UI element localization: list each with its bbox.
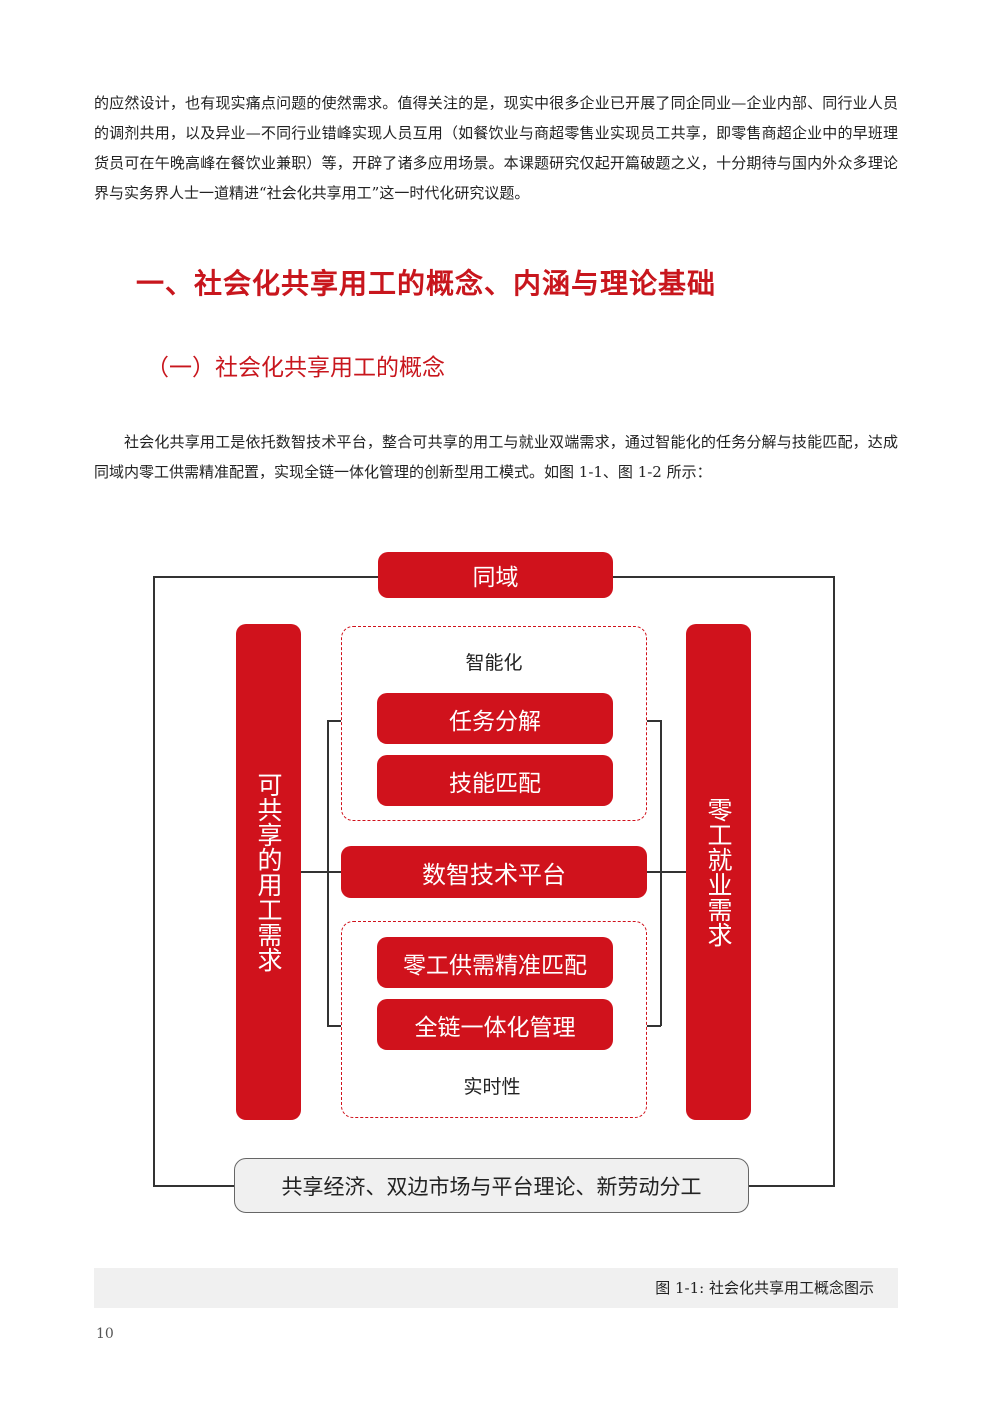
- left-bracket-top: [327, 720, 341, 722]
- figure-caption-bar: 图 1-1: 社会化共享用工概念图示: [94, 1268, 898, 1308]
- right-bracket-vertical: [660, 720, 662, 1026]
- left-bracket-bottom: [327, 1025, 341, 1027]
- full-chain-management-box: 全链一体化管理: [377, 999, 613, 1050]
- frame-top-right: [612, 576, 834, 578]
- page-number: 10: [96, 1326, 114, 1342]
- frame-bottom-right: [749, 1185, 835, 1187]
- gig-employment-bar: 零工就业需求: [686, 624, 751, 1120]
- theory-foundation-bar: 共享经济、双边市场与平台理论、新劳动分工: [234, 1158, 749, 1213]
- intelligence-group: [341, 626, 647, 821]
- frame-bottom-left: [153, 1185, 235, 1187]
- intro-paragraph: 的应然设计，也有现实痛点问题的使然需求。值得关注的是，现实中很多企业已开展了同企…: [94, 94, 898, 202]
- subsection-heading: （一）社会化共享用工的概念: [146, 355, 445, 381]
- section-heading: 一、社会化共享用工的概念、内涵与理论基础: [136, 267, 717, 300]
- frame-right: [833, 576, 835, 1186]
- real-time-label: 实时性: [463, 1076, 521, 1098]
- right-bracket-bottom: [647, 1025, 661, 1027]
- task-decomposition-box: 任务分解: [377, 693, 613, 744]
- figure-caption: 图 1-1: 社会化共享用工概念图示: [655, 1279, 874, 1297]
- intelligence-label: 智能化: [465, 652, 523, 674]
- left-bracket-vertical: [327, 720, 329, 1026]
- left-connector: [300, 871, 342, 873]
- skill-matching-box: 技能匹配: [377, 755, 613, 806]
- supply-demand-matching-box: 零工供需精准匹配: [377, 937, 613, 988]
- same-domain-label: 同域: [378, 552, 613, 598]
- shareable-demand-bar: 可共享的用工需求: [236, 624, 301, 1120]
- digital-platform-box: 数智技术平台: [341, 846, 647, 898]
- definition-paragraph: 社会化共享用工是依托数智技术平台，整合可共享的用工与就业双端需求，通过智能化的任…: [94, 433, 898, 481]
- frame-top-left: [153, 576, 379, 578]
- real-time-group: [341, 921, 647, 1118]
- right-bracket-top: [647, 720, 661, 722]
- frame-left: [153, 576, 155, 1186]
- right-connector: [646, 871, 687, 873]
